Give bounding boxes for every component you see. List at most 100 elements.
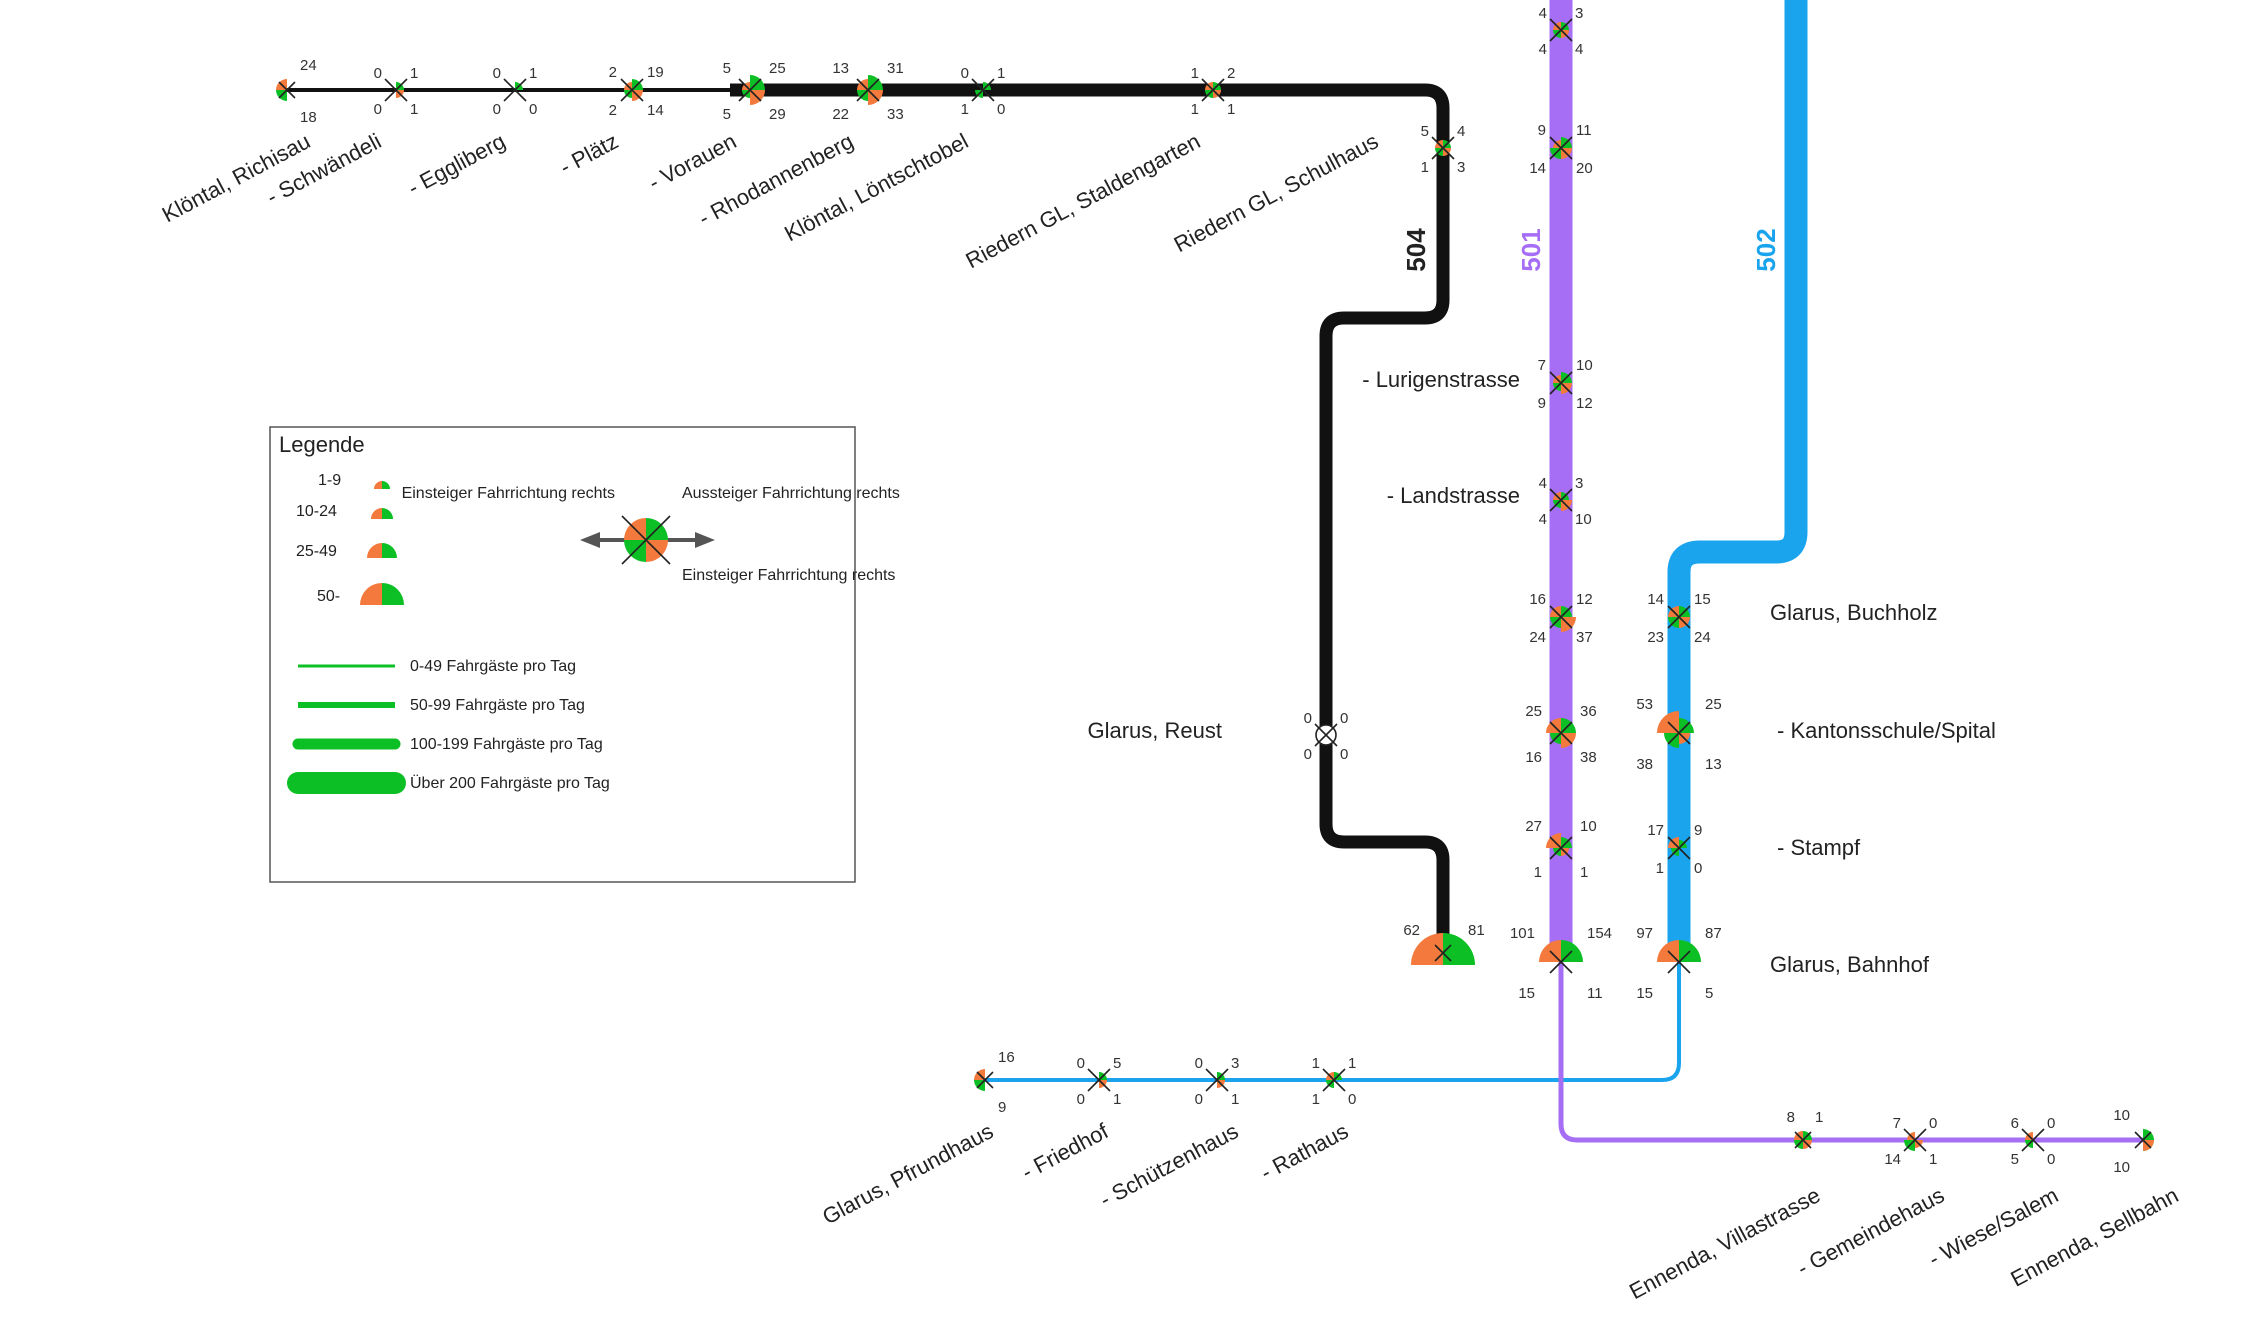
legend-title: Legende [279, 432, 365, 457]
passenger-count: 1 [1534, 864, 1542, 881]
passenger-count: 4 [1539, 475, 1547, 492]
board-wedge [360, 583, 382, 605]
station-name-plaetz: - Plätz [556, 128, 623, 179]
station-marker-friedhof [1087, 1068, 1111, 1092]
arrow-left-icon [580, 532, 600, 548]
station-marker-buchholz501 [1549, 605, 1576, 632]
passenger-count: 24 [1529, 629, 1546, 646]
station-marker-bahnhof504 [1411, 933, 1475, 965]
line-502-thin [983, 962, 1681, 1082]
passenger-count: 1 [1312, 1055, 1320, 1072]
passenger-count: 3 [1575, 5, 1583, 22]
cross-mark [1549, 721, 1573, 745]
passenger-count: 22 [832, 106, 849, 123]
passenger-count: 4 [1539, 511, 1547, 528]
passenger-count: 6 [2011, 1115, 2019, 1132]
passenger-count: 154 [1587, 925, 1612, 942]
cross-mark [1431, 136, 1455, 160]
passenger-count: 3 [1575, 475, 1583, 492]
passenger-count: 2 [609, 102, 617, 119]
passenger-count: 31 [887, 60, 904, 77]
cross-mark [1549, 836, 1573, 860]
passenger-count: 14 [1647, 591, 1664, 608]
cross-mark [621, 515, 671, 565]
cross-mark [1667, 950, 1691, 974]
legend-size-symbol-4 [360, 583, 404, 605]
passenger-count: 1 [1815, 1109, 1823, 1126]
cross-mark [1549, 371, 1573, 395]
passenger-count: 9 [1538, 395, 1546, 412]
station-marker-gemeindehaus [1903, 1128, 1927, 1152]
passenger-count: 24 [300, 57, 317, 74]
station-marker-bahnhof502 [1657, 940, 1701, 974]
passenger-count: 4 [1457, 123, 1465, 140]
legend-size-label-1: 1-9 [318, 472, 341, 489]
passenger-count: 19 [647, 64, 664, 81]
station-marker-lurigen [1549, 371, 1573, 395]
passenger-count: 0 [1929, 1115, 1937, 1132]
passenger-count: 5 [1421, 123, 1429, 140]
route-lines [285, 0, 2145, 1143]
passenger-count: 14 [1884, 1151, 1901, 1168]
passenger-count: 4 [1539, 41, 1547, 58]
arrow-right-icon [695, 532, 715, 548]
passenger-count: 7 [1538, 357, 1546, 374]
legend-size-symbols [360, 481, 404, 605]
passenger-count: 1 [1191, 101, 1199, 118]
station-name-lurigen: - Lurigenstrasse [1362, 367, 1520, 392]
passenger-count: 17 [1647, 822, 1664, 839]
passenger-count: 14 [1529, 160, 1546, 177]
legend-board-left-label: Einsteiger Fahrrichtung rechts [402, 485, 615, 502]
cross-mark [1549, 950, 1573, 974]
passenger-count: 9 [1694, 822, 1702, 839]
passenger-count: 1 [1929, 1151, 1937, 1168]
passenger-count: 0 [1077, 1055, 1085, 1072]
station-marker-sellbahn [2134, 1129, 2154, 1151]
passenger-count: 4 [1575, 41, 1583, 58]
passenger-count: 0 [961, 65, 969, 82]
passenger-count: 18 [300, 109, 317, 126]
passenger-count: 1 [1656, 860, 1664, 877]
passenger-count: 0 [1348, 1091, 1356, 1108]
passenger-count: 25 [769, 60, 786, 77]
passenger-count: 0 [374, 101, 382, 118]
legend-line-label-1: 0-49 Fahrgäste pro Tag [410, 658, 576, 675]
passenger-count: 1 [1231, 1091, 1239, 1108]
passenger-count: 2 [1227, 65, 1235, 82]
passenger-count: 9 [998, 1099, 1006, 1116]
alight-wedge [382, 583, 404, 605]
passenger-count: 16 [1529, 591, 1546, 608]
passenger-count: 97 [1636, 925, 1653, 942]
passenger-count: 15 [1518, 985, 1535, 1002]
passenger-count: 0 [1340, 746, 1348, 763]
passenger-count: 0 [529, 101, 537, 118]
station-name-buchholz: Glarus, Buchholz [1770, 600, 1938, 625]
legend-line-label-4: Über 200 Fahrgäste pro Tag [410, 774, 610, 792]
legend-size-symbol-1 [374, 481, 390, 489]
passenger-count: 1 [1580, 864, 1588, 881]
station-marker-buchholz502 [1667, 605, 1691, 629]
cross-mark [1549, 605, 1573, 629]
passenger-count: 10 [1580, 818, 1597, 835]
station-marker-wiese [2021, 1128, 2045, 1152]
cross-mark [1549, 488, 1573, 512]
cross-mark [1667, 721, 1691, 745]
cross-mark [1794, 1131, 1812, 1149]
passenger-count: 1 [961, 101, 969, 118]
board-wedge [1411, 933, 1443, 965]
passenger-count: 14 [647, 102, 664, 119]
legend-line-label-3: 100-199 Fahrgäste pro Tag [410, 736, 603, 753]
passenger-count: 0 [374, 65, 382, 82]
passenger-count: 0 [2047, 1115, 2055, 1132]
passenger-count: 12 [1576, 395, 1593, 412]
line-504-main [730, 83, 1450, 965]
passenger-count: 0 [1195, 1091, 1203, 1108]
station-name-pfrundhaus: Glarus, Pfrundhaus [818, 1118, 997, 1229]
station-name-eggliberg: - Eggliberg [404, 128, 510, 200]
passenger-count: 3 [1457, 159, 1465, 176]
station-marker-vorauen [738, 75, 765, 105]
passenger-count: 1 [1348, 1055, 1356, 1072]
legend-size-symbol-3 [367, 543, 397, 558]
passenger-count: 29 [769, 106, 786, 123]
